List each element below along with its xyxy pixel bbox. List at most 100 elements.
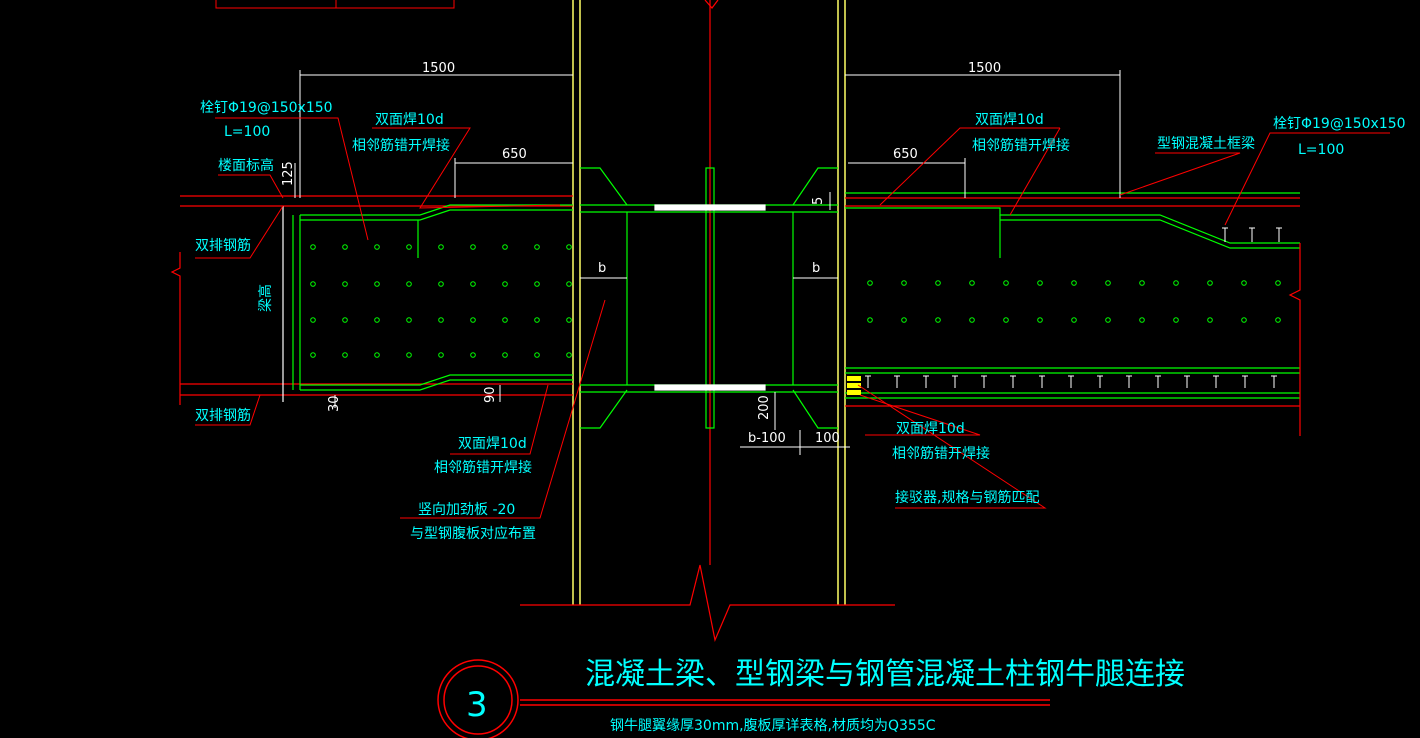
rebar-dot — [867, 317, 873, 323]
rebar-dot — [470, 281, 476, 287]
weld-top-left: 双面焊10d — [375, 112, 444, 128]
stud-right-label: 栓钉Φ19@150x150 — [1273, 116, 1406, 132]
rebar-connectors — [847, 376, 861, 395]
dim-left-1500: 1500 — [422, 61, 455, 76]
detail-number: 3 — [466, 685, 488, 725]
rebar-dot — [566, 317, 572, 323]
stud-right-length: L=100 — [1298, 142, 1344, 158]
rebar-dot — [470, 352, 476, 358]
rebar-dot — [935, 317, 941, 323]
rebar-dot — [438, 352, 444, 358]
rebar-dot — [374, 352, 380, 358]
rebar-dot — [1207, 317, 1213, 323]
rebar-dot — [566, 281, 572, 287]
dim-100: 100 — [815, 431, 840, 446]
leader-lines — [195, 117, 1390, 519]
dim-30: 30 — [327, 395, 342, 412]
dim-b-100: b-100 — [748, 431, 786, 446]
rebar-dot — [438, 244, 444, 250]
beam-height-label: 梁高 — [257, 284, 274, 312]
dim-90: 90 — [483, 386, 498, 403]
rebar-dot — [310, 244, 316, 250]
weld-top-left-note: 相邻筋错开焊接 — [352, 137, 450, 154]
dim-125: 125 — [281, 161, 296, 186]
dimension-texts: 1500 1500 650 650 125 5 30 90 200 b-100 … — [257, 61, 1001, 446]
weld-top-right-note: 相邻筋错开焊接 — [972, 137, 1070, 154]
rebar-dot — [969, 317, 975, 323]
dim-right-650: 650 — [893, 147, 918, 162]
rebar-dot — [1003, 280, 1009, 286]
rebar-dot — [342, 352, 348, 358]
stiffener-label: 竖向加劲板 -20 — [418, 502, 515, 518]
top-table — [215, 0, 455, 9]
rebar-dot — [502, 352, 508, 358]
rebar-dot — [566, 352, 572, 358]
title-block: 3 混凝土梁、型钢梁与钢管混凝土柱钢牛腿连接 钢牛腿翼缘厚30mm,腹板厚详表格… — [437, 657, 1185, 738]
rebar-dot — [1207, 280, 1213, 286]
weld-bot-right: 双面焊10d — [896, 421, 965, 437]
rebar-dot — [1275, 280, 1281, 286]
rebar-dot — [1105, 317, 1111, 323]
stiffener-note: 与型钢腹板对应布置 — [410, 525, 536, 542]
annotation-texts: 栓钉Φ19@150x150 L=100 双面焊10d 相邻筋错开焊接 楼面标高 … — [195, 100, 1406, 542]
connector-label: 接驳器,规格与钢筋匹配 — [895, 489, 1039, 506]
rebar-dots-left — [310, 244, 572, 358]
drawing-title: 混凝土梁、型钢梁与钢管混凝土柱钢牛腿连接 — [585, 657, 1185, 692]
shear-studs-top — [1222, 227, 1282, 242]
rebar-dot — [502, 317, 508, 323]
rebar-dots-right — [867, 280, 1281, 323]
stud-left-length: L=100 — [224, 124, 270, 140]
beam-outline-right — [845, 192, 1301, 436]
dim-5: 5 — [811, 197, 826, 205]
double-rebar-bottom-label: 双排钢筋 — [195, 407, 251, 424]
rebar-dot — [374, 317, 380, 323]
rebar-dot — [406, 244, 412, 250]
rebar-dot — [1173, 317, 1179, 323]
rebar-dot — [534, 352, 540, 358]
dim-200: 200 — [757, 395, 772, 420]
rebar-dot — [470, 244, 476, 250]
rebar-dot — [1105, 280, 1111, 286]
rebar-dot — [566, 244, 572, 250]
column-lines — [572, 0, 846, 605]
rebar-dot — [935, 280, 941, 286]
dimension-lines — [294, 70, 1121, 455]
rebar-dot — [1139, 280, 1145, 286]
rebar-dot — [534, 317, 540, 323]
rebar-dot — [438, 317, 444, 323]
rebar-dot — [1139, 317, 1145, 323]
dim-left-650: 650 — [502, 147, 527, 162]
rebar-dot — [1003, 317, 1009, 323]
rebar-dot — [470, 317, 476, 323]
steel-corbel — [580, 167, 838, 429]
rebar-dot — [406, 281, 412, 287]
rebar-dot — [310, 352, 316, 358]
weld-bot-left-note: 相邻筋错开焊接 — [434, 459, 532, 476]
rebar-dot — [502, 281, 508, 287]
weld-top-right: 双面焊10d — [975, 112, 1044, 128]
rebar-dot — [901, 317, 907, 323]
rebar-dot — [1071, 280, 1077, 286]
rebar-dot — [1173, 280, 1179, 286]
rebar-dot — [502, 244, 508, 250]
rebar-dot — [374, 244, 380, 250]
rebar-dot — [867, 280, 873, 286]
rebar-dot — [534, 281, 540, 287]
dim-b-right: b — [812, 261, 820, 276]
rebar-dot — [1241, 280, 1247, 286]
rebar-dot — [374, 281, 380, 287]
rebar-dot — [534, 244, 540, 250]
rebar-dot — [406, 317, 412, 323]
rebar-dot — [310, 317, 316, 323]
rebar-dot — [406, 352, 412, 358]
rebar-dot — [310, 281, 316, 287]
rebar-dot — [1241, 317, 1247, 323]
rebar-dot — [342, 317, 348, 323]
shear-studs-bottom — [865, 375, 1277, 388]
dim-b-left: b — [598, 261, 606, 276]
dim-right-1500: 1500 — [968, 61, 1001, 76]
rebar-dot — [1037, 280, 1043, 286]
rebar-dot — [1275, 317, 1281, 323]
rebar-dot — [1037, 317, 1043, 323]
